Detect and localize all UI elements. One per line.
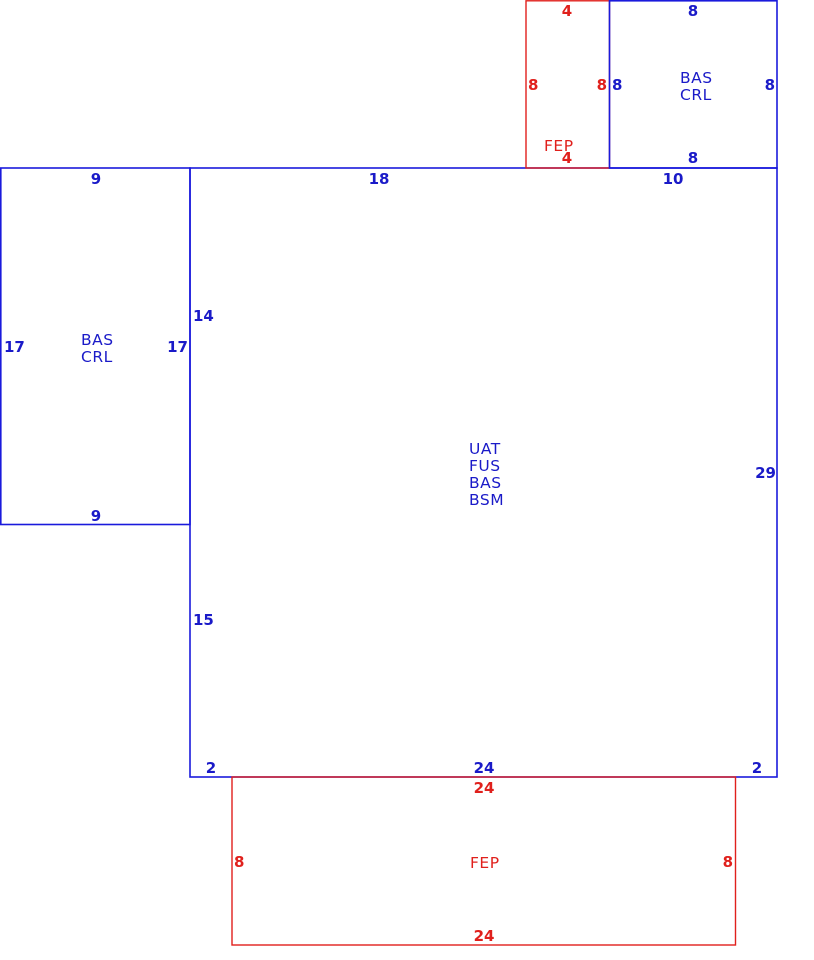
top-porch-left-dimension: 8 <box>528 76 538 94</box>
top-porch-code: FEP <box>544 137 574 155</box>
main-left-upper-dimension: 14 <box>193 307 214 325</box>
main-top-right-dimension: 10 <box>663 170 684 188</box>
top-porch-right-dimension: 8 <box>597 76 607 94</box>
main-top-dimension: 18 <box>369 170 390 188</box>
top-right-wing: 8 8 8 8 BAS CRL <box>608 0 778 169</box>
bottom-porch-bottom-dimension: 24 <box>474 927 495 945</box>
bottom-porch-right-dimension: 8 <box>723 853 733 871</box>
top-right-wing-right-dimension: 8 <box>765 76 775 94</box>
bottom-porch-left-dimension: 8 <box>234 853 244 871</box>
main-right-dimension: 29 <box>755 464 776 482</box>
main-code-2: FUS <box>469 457 501 475</box>
main-code-1: UAT <box>469 440 501 458</box>
top-right-wing-bottom-dimension: 8 <box>688 149 698 167</box>
main-bottom-left-stub: 2 <box>206 759 216 777</box>
bottom-porch-outline <box>231 776 737 946</box>
main-code-3: BAS <box>469 474 502 492</box>
left-wing-right-dimension: 17 <box>167 338 188 356</box>
left-wing-code-2: CRL <box>81 348 113 366</box>
left-wing-left-dimension: 17 <box>4 338 25 356</box>
top-porch-top-dimension: 4 <box>562 2 572 20</box>
top-right-wing-outline <box>608 0 778 169</box>
main-left-lower-dimension: 15 <box>193 611 214 629</box>
main-bottom-right-stub: 2 <box>752 759 762 777</box>
bottom-porch-code: FEP <box>470 854 500 872</box>
top-right-wing-top-dimension: 8 <box>688 2 698 20</box>
bottom-porch: 24 24 8 8 FEP <box>231 776 737 946</box>
main-code-4: BSM <box>469 491 504 509</box>
main-area: 18 10 14 15 29 24 2 2 UAT FUS BAS BSM <box>189 167 778 778</box>
left-wing-bottom-dimension: 9 <box>91 507 101 525</box>
top-right-wing-left-dimension: 8 <box>612 76 622 94</box>
top-right-wing-code-1: BAS <box>680 69 713 87</box>
top-porch-bottom-dimension: 4 <box>562 149 572 167</box>
left-wing-code-1: BAS <box>81 331 114 349</box>
bottom-porch-top-dimension: 24 <box>474 779 495 797</box>
top-porch: 4 4 8 8 FEP <box>525 0 611 169</box>
left-wing-top-dimension: 9 <box>91 170 101 188</box>
top-right-wing-code-2: CRL <box>680 86 712 104</box>
left-wing: 9 9 17 17 BAS CRL <box>0 167 191 526</box>
main-bottom-dimension: 24 <box>474 759 495 777</box>
left-wing-outline <box>0 167 191 526</box>
